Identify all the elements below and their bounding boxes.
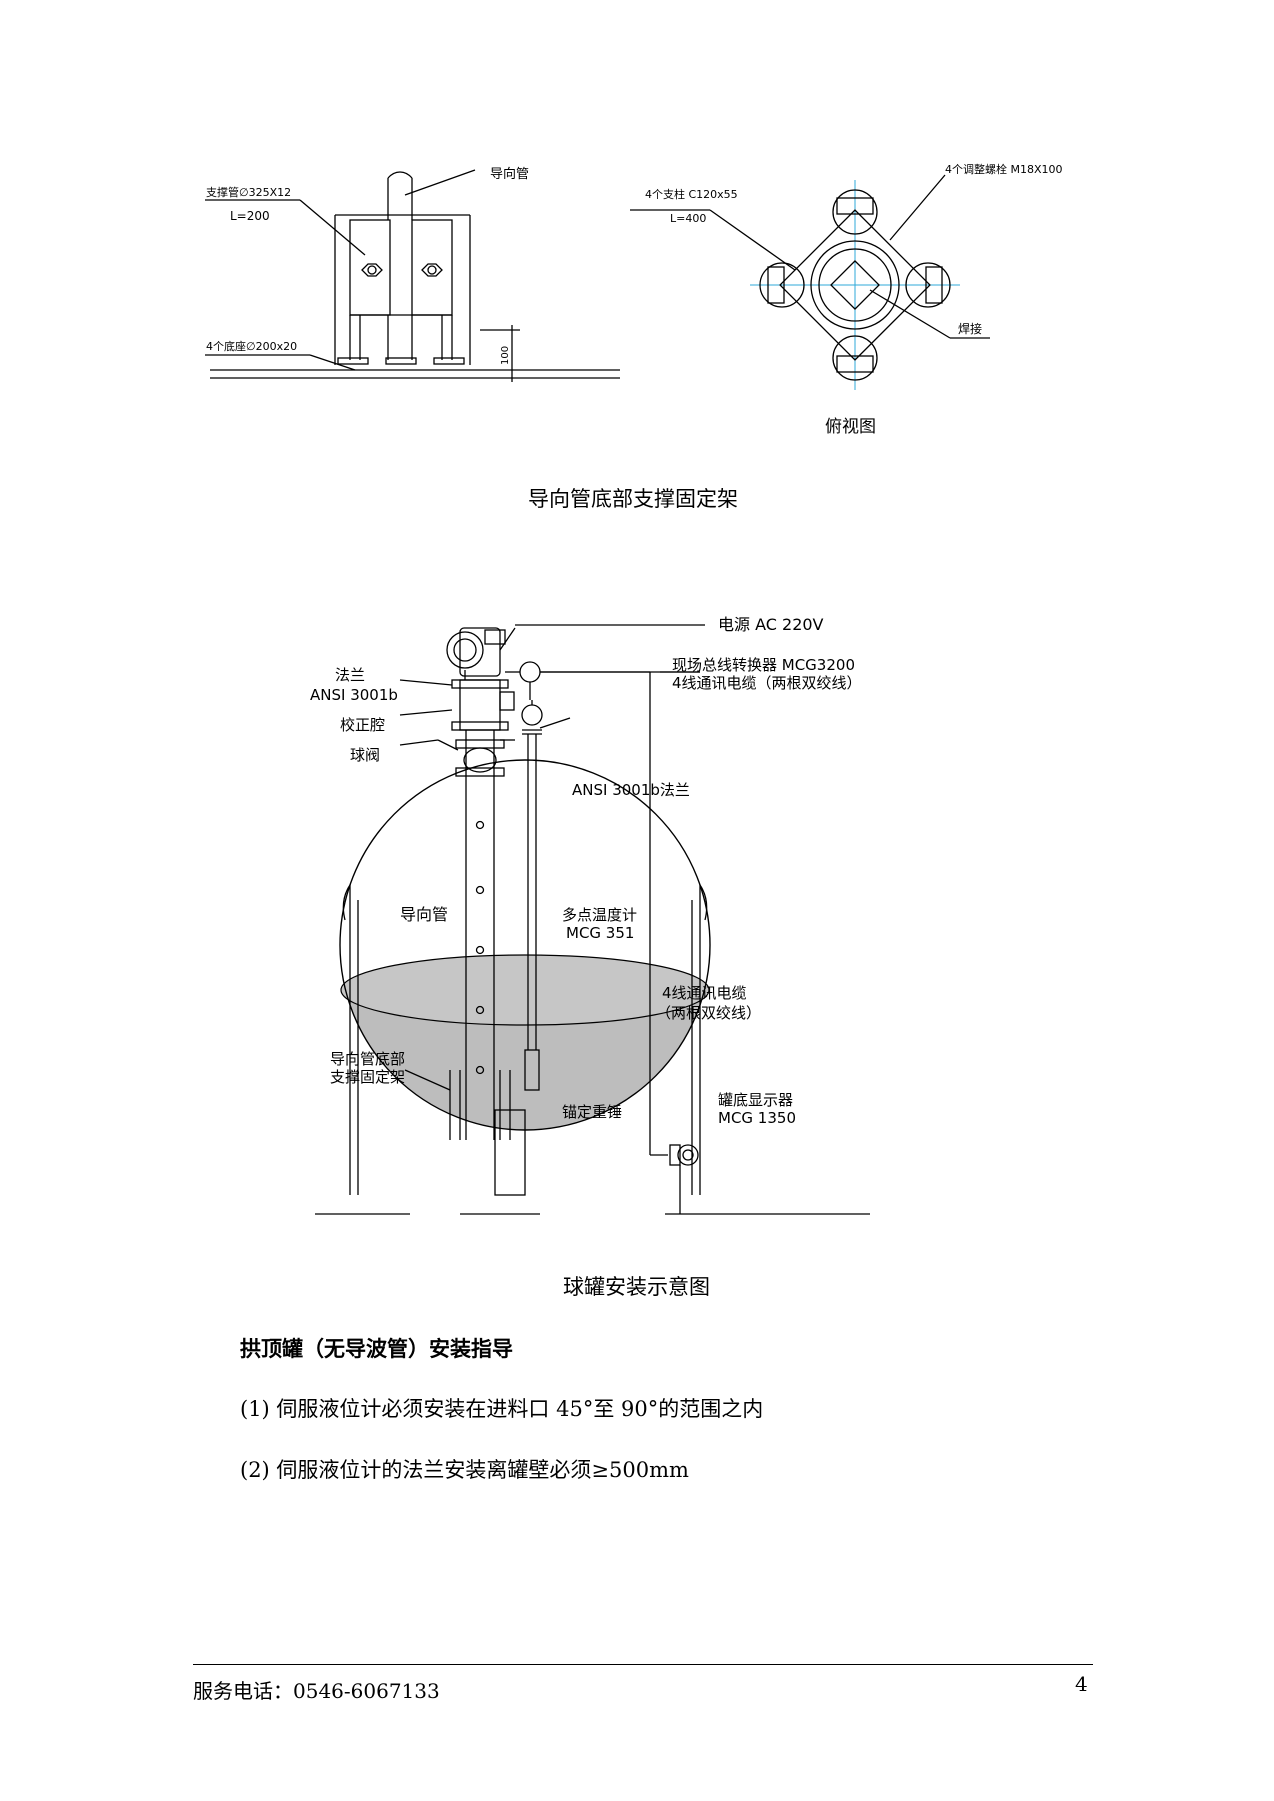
instruction-item-2: (2) 伺服液位计的法兰安装离罐壁必须≥500mm xyxy=(240,1458,689,1482)
spherical-tank-drawing: 电源 AC 220V 现场总线转换器 MCG3200 4线通讯电缆（两根双绞线）… xyxy=(310,615,870,1215)
label-support1: 导向管底部 xyxy=(330,1050,405,1068)
label-base: 4个底座∅200x20 xyxy=(206,339,297,353)
label-guide-pipe: 导向管 xyxy=(490,166,529,182)
label-weld: 焊接 xyxy=(958,321,982,336)
label-power: 电源 AC 220V xyxy=(718,615,824,634)
support-frame-figure: 导向管 支撑管∅325X12 L=200 4个底座∅200x20 100 4个调… xyxy=(190,160,1130,454)
page-number: 4 xyxy=(1075,1672,1088,1696)
label-support-pipe: 支撑管∅325X12 xyxy=(206,185,291,199)
figure2-caption: 球罐安装示意图 xyxy=(563,1275,710,1299)
footer-rule xyxy=(193,1664,1093,1665)
label-flange2: ANSI 3001b法兰 xyxy=(572,781,690,799)
support-frame-drawing: 导向管 支撑管∅325X12 L=200 4个底座∅200x20 100 4个调… xyxy=(205,162,1063,437)
label-ball-valve: 球阀 xyxy=(350,746,380,764)
label-converter: 现场总线转换器 MCG3200 xyxy=(672,656,855,674)
label-columns: 4个支柱 C120x55 xyxy=(645,187,738,201)
instruction-item-1: (1) 伺服液位计必须安装在进料口 45°至 90°的范围之内 xyxy=(240,1397,764,1421)
label-calibration-cavity: 校正腔 xyxy=(340,716,385,734)
label-flange-std: ANSI 3001b xyxy=(310,686,398,704)
footer-service-phone: 服务电话：0546-6067133 xyxy=(193,1679,440,1703)
label-display-model: MCG 1350 xyxy=(718,1109,796,1127)
label-guide-tube: 导向管 xyxy=(400,905,448,924)
label-flange: 法兰 xyxy=(335,666,365,684)
section-heading: 拱顶罐（无导波管）安装指导 xyxy=(240,1337,513,1361)
label-cable-side1: 4线通讯电缆 xyxy=(662,984,747,1002)
label-bolts: 4个调整螺栓 M18X100 xyxy=(945,162,1063,176)
label-dim-100: 100 xyxy=(500,346,511,365)
label-anchor-weight: 锚定重锤 xyxy=(562,1103,622,1121)
figure1-caption: 导向管底部支撑固定架 xyxy=(528,487,738,511)
label-topview: 俯视图 xyxy=(825,417,876,437)
spherical-tank-figure: 电源 AC 220V 现场总线转换器 MCG3200 4线通讯电缆（两根双绞线）… xyxy=(300,600,1020,1234)
label-support-length: L=200 xyxy=(230,209,270,223)
label-cable-side2: （两根双绞线） xyxy=(656,1004,761,1022)
label-cable-top: 4线通讯电缆（两根双绞线） xyxy=(672,674,862,692)
label-multipoint-thermometer: 多点温度计 xyxy=(562,906,637,924)
label-columns-length: L=400 xyxy=(670,212,706,225)
label-display: 罐底显示器 xyxy=(718,1091,793,1109)
label-support2: 支撑固定架 xyxy=(330,1068,405,1086)
label-thermometer-model: MCG 351 xyxy=(566,924,634,942)
